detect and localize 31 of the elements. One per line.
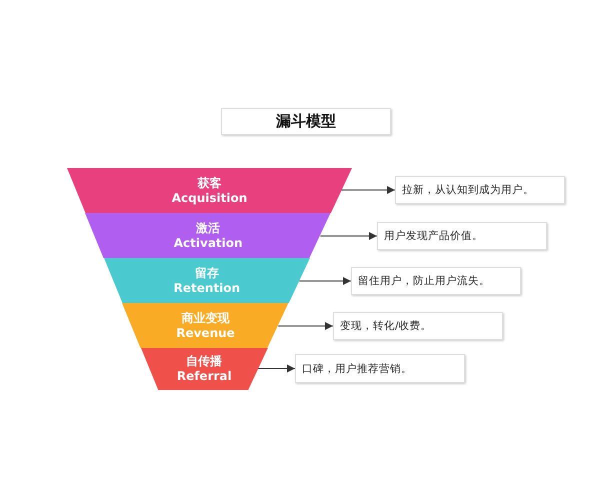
- note-text: 变现，转化/收费。: [340, 319, 432, 333]
- funnel-band: [85, 213, 331, 258]
- funnel-band: [67, 168, 352, 213]
- note-box: [395, 176, 565, 204]
- stage-label: Activation: [172, 236, 244, 250]
- stage-label: Referral: [176, 369, 233, 384]
- stage-name: 自传播: [185, 354, 224, 369]
- arrow: [298, 277, 352, 285]
- arrow: [278, 322, 334, 330]
- note-text: 口碑，用户推荐营销。: [302, 362, 412, 376]
- note-text: 拉新，从认知到成为用户。: [402, 183, 534, 197]
- note-box: [295, 354, 465, 383]
- stage-name: 激活: [195, 220, 222, 236]
- title-box: 漏斗模型: [221, 108, 391, 135]
- stage-name: 获客: [196, 176, 222, 190]
- stage-name: 留存: [194, 266, 220, 280]
- stage-label: Revenue: [175, 326, 236, 340]
- arrow: [320, 232, 378, 240]
- arrow: [340, 186, 396, 194]
- stage-name: 商业变现: [180, 310, 231, 326]
- note-text: 留住用户，防止用户流失。: [358, 274, 490, 288]
- note-box: [333, 312, 503, 340]
- funnel-band: [104, 258, 310, 303]
- stage-label: Retention: [172, 280, 242, 296]
- funnel-band: [140, 348, 268, 390]
- funnel-band: [122, 303, 289, 348]
- note-box: [377, 222, 547, 250]
- note-text: 用户发现产品价值。: [384, 229, 483, 243]
- arrow: [257, 364, 296, 372]
- stage-label: Acquisition: [170, 190, 248, 206]
- note-box: [351, 267, 521, 295]
